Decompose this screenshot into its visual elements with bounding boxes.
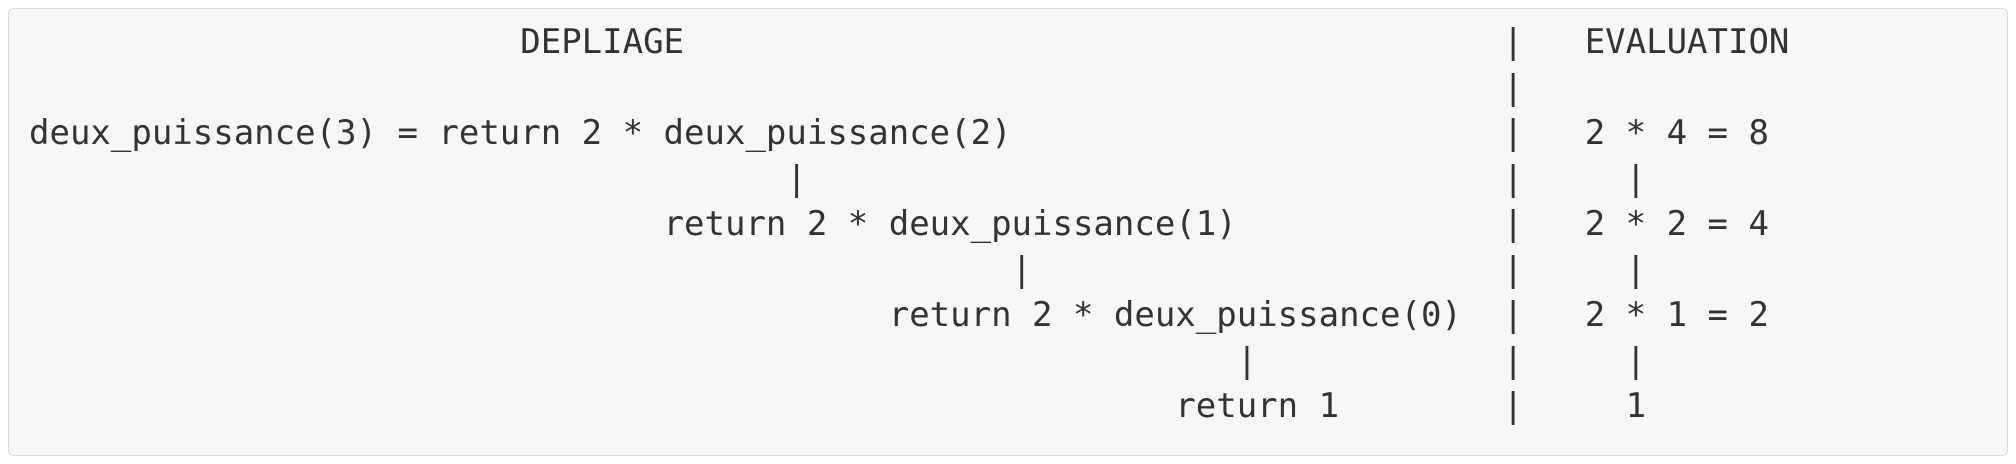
- trace-line-connector-3: | | |: [29, 340, 1647, 381]
- trace-line-call-1: return 2 * deux_puissance(0) | 2 * 1 = 2: [29, 295, 1769, 335]
- trace-line-connector-1: | | |: [29, 158, 1647, 199]
- trace-line-call-2: return 2 * deux_puissance(1) | 2 * 2 = 4: [29, 204, 1769, 244]
- code-block: DEPLIAGE | EVALUATION | deux_puissance(3…: [8, 8, 2008, 456]
- trace-line-connector-2: | | |: [29, 249, 1647, 290]
- trace-line-call-3: deux_puissance(3) = return 2 * deux_puis…: [29, 113, 1769, 153]
- trace-line-base-case: return 1 | 1: [29, 386, 1647, 426]
- trace-line-separator: |: [29, 67, 1524, 108]
- recursion-trace: DEPLIAGE | EVALUATION | deux_puissance(3…: [29, 20, 2007, 430]
- trace-line-header: DEPLIAGE | EVALUATION: [29, 22, 1790, 62]
